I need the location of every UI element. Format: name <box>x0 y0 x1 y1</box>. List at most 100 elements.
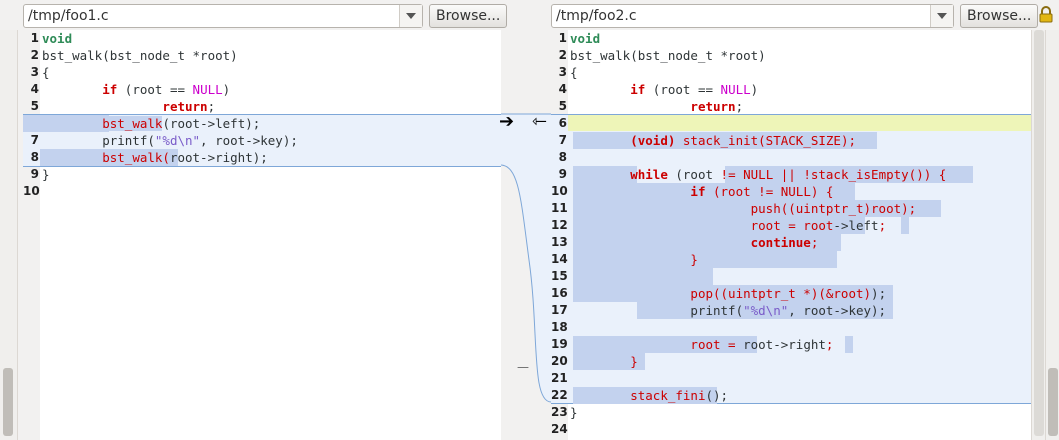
line-number: 24 <box>551 422 568 436</box>
change-highlight <box>713 234 841 251</box>
line-number: 14 <box>551 252 568 266</box>
right-line: 23} <box>551 405 578 420</box>
right-line: 24 <box>551 421 1031 438</box>
line-number: 10 <box>551 184 568 198</box>
right-line: 11 push((uintptr_t)root); <box>551 201 917 216</box>
right-scrollbar[interactable] <box>1031 30 1046 440</box>
right-line: 19 root = root->right; <box>551 337 834 352</box>
line-number: 13 <box>551 235 568 249</box>
left-scrollbar-thumb[interactable] <box>3 368 13 436</box>
change-highlight <box>725 166 973 183</box>
line-number: 8 <box>30 150 39 164</box>
line-number: 18 <box>551 320 568 334</box>
line-number: 3 <box>558 65 567 79</box>
change-highlight <box>845 336 853 353</box>
dropdown-arrow-icon <box>937 13 947 19</box>
change-highlight <box>573 285 893 302</box>
left-line: 5 return; <box>23 98 501 115</box>
right-line: 18 <box>551 319 1031 336</box>
line-number: 7 <box>30 133 39 147</box>
right-line: 4 if (root == NULL) <box>551 81 1031 98</box>
right-file-bar: /tmp/foo2.c Browse... <box>551 3 1039 29</box>
right-line: 5 return; <box>551 98 1031 115</box>
line-number: 10 <box>23 184 40 198</box>
line-number: 22 <box>551 388 568 402</box>
line-number: 9 <box>558 167 567 181</box>
change-highlight <box>713 251 837 268</box>
line-number: 5 <box>558 99 567 113</box>
line-number: 4 <box>30 82 39 96</box>
line-number: 12 <box>551 218 568 232</box>
right-outer-scrollbar-thumb[interactable] <box>1048 368 1058 436</box>
right-line: 6 <box>551 115 1031 132</box>
line-number: 19 <box>551 337 568 351</box>
right-dropdown-button[interactable] <box>930 5 953 27</box>
right-line: 20 } <box>551 354 638 369</box>
right-scrollbar-trough <box>1034 30 1044 436</box>
line-number: 4 <box>558 82 567 96</box>
lock-icon[interactable] <box>1039 6 1053 27</box>
left-browse-button[interactable]: Browse... <box>429 4 508 28</box>
copy-left-arrow-icon[interactable]: ⇽ <box>532 111 548 132</box>
diff-link-map[interactable] <box>501 30 551 440</box>
right-file-path: /tmp/foo2.c <box>556 8 637 24</box>
line-number: 6 <box>558 116 567 130</box>
line-number: 1 <box>30 31 39 45</box>
dropdown-arrow-icon <box>406 13 416 19</box>
line-number: 8 <box>558 150 567 164</box>
line-number: 21 <box>551 371 568 385</box>
right-line: 10 if (root != NULL) { <box>551 184 834 199</box>
diff-dash: — <box>517 360 529 374</box>
current-line-highlight <box>568 115 1031 131</box>
change-highlight <box>23 115 109 132</box>
copy-right-arrow-icon[interactable]: ➔ <box>499 111 515 132</box>
left-file-bar: /tmp/foo1.c Browse... <box>23 3 508 29</box>
right-line: 15 <box>551 268 1031 285</box>
change-highlight <box>713 200 941 217</box>
line-number: 16 <box>551 286 568 300</box>
change-highlight <box>40 149 178 166</box>
change-highlight <box>713 183 855 200</box>
left-line: 10 <box>23 183 501 200</box>
left-file-combo[interactable]: /tmp/foo1.c <box>23 4 423 28</box>
left-line: 7 printf("%d\n", root->key); <box>23 132 501 149</box>
right-browse-button[interactable]: Browse... <box>960 4 1039 28</box>
line-number: 9 <box>30 167 39 181</box>
left-line: 4 if (root == NULL) <box>23 81 501 98</box>
right-file-combo[interactable]: /tmp/foo2.c <box>551 4 954 28</box>
right-line: 7 (void) stack_init(STACK_SIZE); <box>551 132 1031 149</box>
left-scrollbar[interactable] <box>0 30 18 440</box>
right-line: 21 <box>551 370 1031 387</box>
change-highlight <box>573 353 645 370</box>
change-highlight <box>901 217 909 234</box>
line-number: 7 <box>558 133 567 147</box>
left-line: 9} <box>23 166 501 183</box>
left-line: 3{ <box>23 64 501 81</box>
right-line: 12 root = root->left; <box>551 218 887 233</box>
chunk-connector <box>501 114 551 402</box>
left-file-path: /tmp/foo1.c <box>28 8 109 24</box>
connector-bottom <box>501 164 551 403</box>
change-highlight <box>573 132 877 149</box>
right-line: 22 stack_fini(); <box>551 388 729 403</box>
right-outer-scrollbar[interactable] <box>1045 30 1059 440</box>
change-highlight <box>573 166 637 183</box>
right-line: 17 printf("%d\n", root->key); <box>551 303 887 318</box>
left-dropdown-button[interactable] <box>399 5 422 27</box>
line-number: 2 <box>30 48 39 62</box>
line-number: 11 <box>551 201 568 215</box>
change-highlight <box>637 302 893 319</box>
right-line: 9 while (root != NULL || !stack_isEmpty(… <box>551 166 1031 183</box>
line-number: 5 <box>30 99 39 113</box>
left-line: 6 bst_walk(root->left); <box>23 115 501 132</box>
line-number: 3 <box>30 65 39 79</box>
right-line: 16 pop((uintptr_t *)(&root)); <box>551 286 887 301</box>
change-highlight <box>713 217 865 234</box>
left-line: 8 bst_walk(root->right); <box>23 149 501 166</box>
